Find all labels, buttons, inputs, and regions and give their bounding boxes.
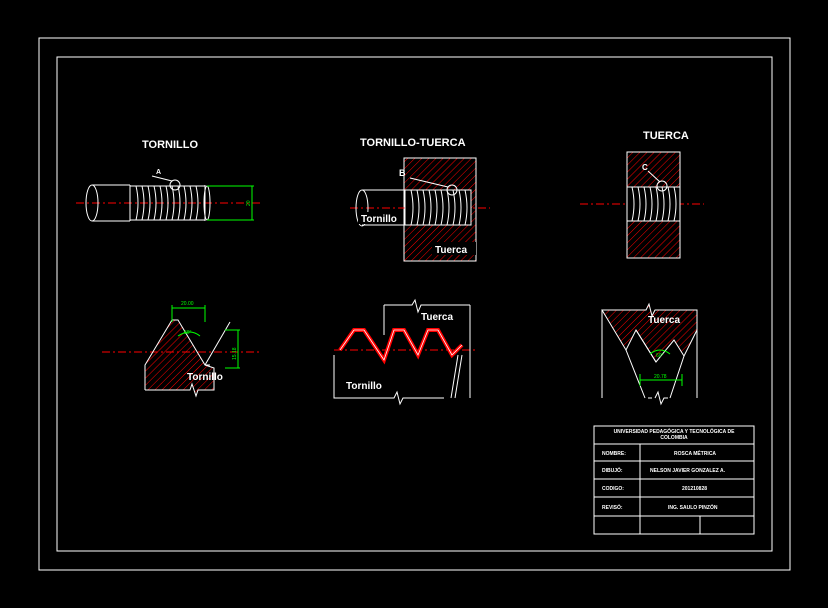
row-label-nombre: NOMBRE: <box>602 451 626 457</box>
view-tornillo-tuerca: TORNILLO-TUERCA B Tornillo Tuerca <box>350 137 490 262</box>
label-tuerca-top: Tuerca <box>435 245 467 256</box>
label-tornillo-detail: Tornillo <box>187 372 223 383</box>
dim-nut-angle: 60° <box>656 353 664 359</box>
row-value-reviso: ING. SAULO PINZÓN <box>668 503 718 511</box>
row-value-nombre: ROSCA MÉTRICA <box>674 449 716 457</box>
row-label-reviso: REVISÓ: <box>602 503 623 511</box>
row-value-codigo: 201210828 <box>682 486 707 492</box>
detail-tornillo: 20.00 60° 15.18 Tornillo <box>102 301 262 398</box>
title-tornillo-tuerca: TORNILLO-TUERCA <box>360 137 466 149</box>
row-label-codigo: CODIGO: <box>602 486 624 492</box>
callout-a: A <box>156 169 161 176</box>
title-block <box>593 425 755 535</box>
detail-engagement: Tuerca Tornillo <box>333 298 478 406</box>
callout-c: C <box>642 163 648 172</box>
dim-nut-pitch: 20.78 <box>654 374 667 380</box>
outer-frame <box>38 37 791 571</box>
dim-depth: 15.18 <box>232 347 238 360</box>
title-tornillo: TORNILLO <box>142 139 198 151</box>
label-tornillo-top: Tornillo <box>361 214 397 225</box>
inner-frame <box>56 56 773 552</box>
label-tuerca-engagement: Tuerca <box>421 312 453 323</box>
dim-major-diameter: 20 <box>246 200 252 206</box>
dim-pitch: 20.00 <box>181 301 194 307</box>
title-tuerca: TUERCA <box>643 130 689 142</box>
detail-tuerca: 60° 20.78 Tuerca <box>601 302 698 406</box>
view-tornillo: TORNILLO A 20 <box>76 139 262 222</box>
label-tuerca-detail: Tuerca <box>648 315 680 326</box>
callout-b: B <box>399 168 406 178</box>
row-label-dibujo: DIBUJÓ: <box>602 466 623 474</box>
view-tuerca: TUERCA C <box>580 130 704 259</box>
label-tornillo-engagement: Tornillo <box>346 381 382 392</box>
row-value-dibujo: NELSON JAVIER GONZALEZ A. <box>650 468 726 474</box>
dim-thread-angle: 60° <box>184 330 192 336</box>
